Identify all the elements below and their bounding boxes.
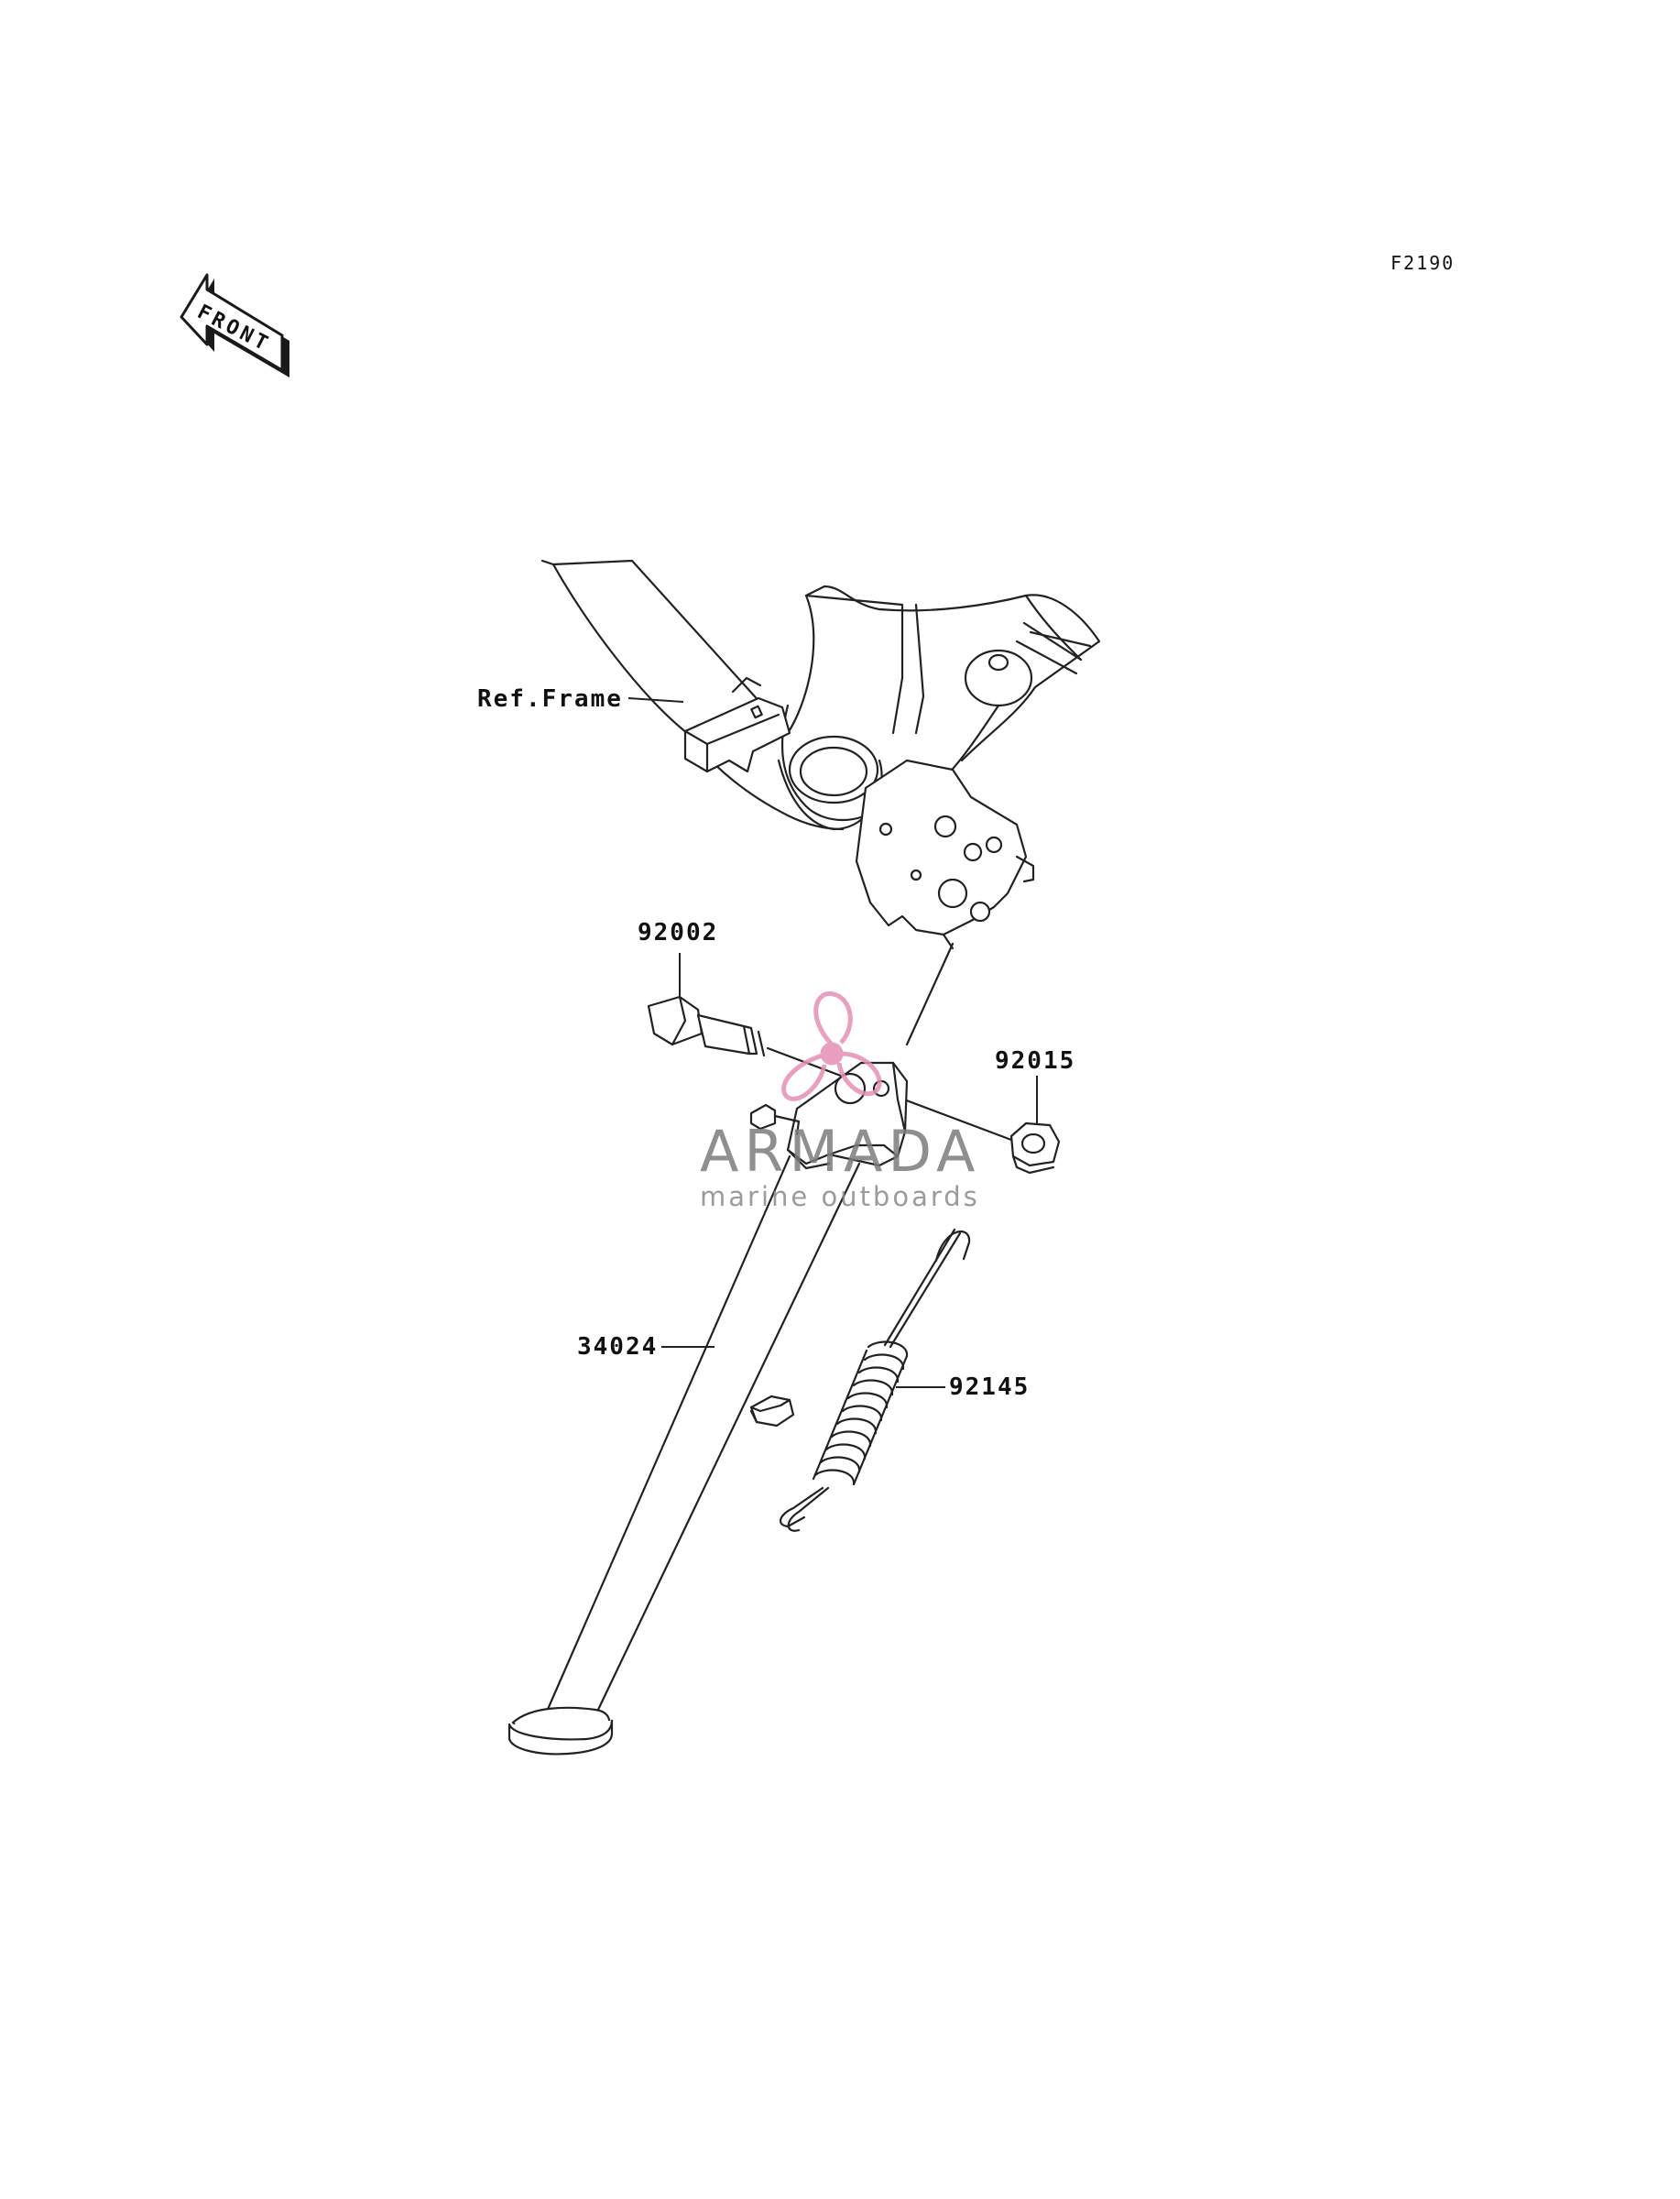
spring-coils: [812, 1340, 909, 1486]
ref-frame-label: Ref.Frame: [477, 685, 623, 713]
stand-pin: [749, 1395, 795, 1428]
spring-label: 92145: [949, 1373, 1030, 1401]
side-stand-34024: [507, 942, 955, 1756]
front-direction-arrow-icon: FRONT: [180, 273, 289, 377]
spring-92145: [779, 1228, 971, 1532]
nut-label: 92015: [995, 1047, 1075, 1075]
pivot-bolt-92002: [647, 995, 766, 1057]
watermark-tagline: marine outboards: [700, 1181, 980, 1212]
bolt-label: 92002: [638, 919, 718, 946]
stand-label: 34024: [577, 1333, 658, 1361]
watermark-brand: ARMADA: [700, 1118, 980, 1185]
armada-watermark: ARMADA marine outboards: [700, 991, 980, 1212]
nut-92015: [1009, 1121, 1061, 1175]
frame-section: [540, 559, 1101, 950]
propeller-logo-icon: [781, 991, 882, 1101]
ref-frame-leader: [627, 697, 684, 703]
diagram-code: F2190: [1391, 252, 1455, 274]
